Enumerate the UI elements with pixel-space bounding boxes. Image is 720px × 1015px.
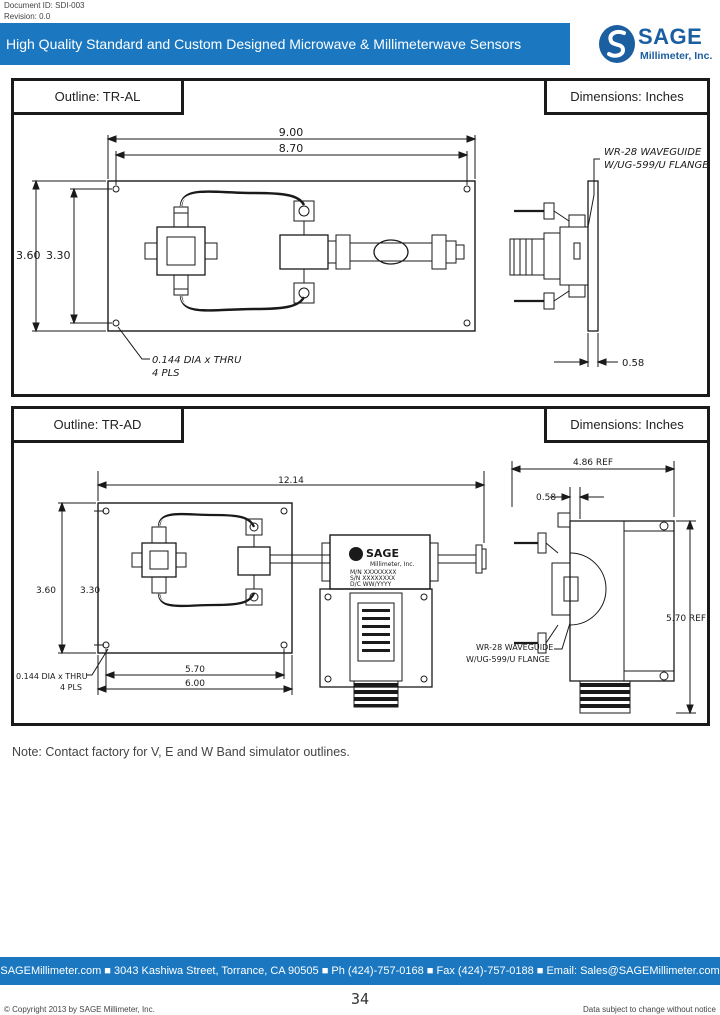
sage-s-icon xyxy=(599,25,635,63)
label-subtitle: Millimeter, Inc. xyxy=(370,561,415,568)
outline-title: Outline: TR-AL xyxy=(11,78,184,115)
hybrid-tee xyxy=(141,542,177,578)
dim-height-overall: 3.60 xyxy=(16,249,41,262)
outline-panel-tr-al: Outline: TR-AL Dimensions: Inches xyxy=(11,78,710,397)
contact-footer: SAGEMillimeter.com ■ 3043 Kashiwa Street… xyxy=(0,957,720,985)
hole-note-line1: 0.144 DIA x THRU xyxy=(16,672,88,681)
side-flange-plate xyxy=(587,180,599,332)
outline-panel-tr-ad: Outline: TR-AD Dimensions: Inches xyxy=(11,406,710,726)
logo-subtitle: Millimeter, Inc. xyxy=(640,50,713,62)
dim-flange: 0.58 xyxy=(536,493,556,503)
hole-note-line2: 4 PLS xyxy=(152,368,180,379)
label-brand: SAGE xyxy=(366,547,399,560)
company-logo: SAGE Millimeter, Inc. xyxy=(598,22,720,66)
hole-note-line1: 0.144 DIA x THRU xyxy=(152,355,242,366)
logo-brand: SAGE xyxy=(638,24,703,49)
factory-note: Note: Contact factory for V, E and W Ban… xyxy=(12,745,350,759)
label-serial: S/N XXXXXXXX xyxy=(350,575,395,582)
document-revision: Revision: 0.0 xyxy=(4,12,51,21)
waveguide-note-line2: W/UG-599/U FLANGE xyxy=(466,655,550,664)
page-number: 34 xyxy=(350,990,370,1008)
mixer-block xyxy=(237,546,271,576)
dim-width-plate: 6.00 xyxy=(185,679,205,689)
mount-hole xyxy=(112,319,120,327)
mount-hole xyxy=(463,185,471,193)
tr-ad-drawing: SAGE Millimeter, Inc. M/N XXXXXXXX S/N X… xyxy=(16,458,706,715)
waveguide-note-line1: WR-28 WAVEGUIDE xyxy=(604,147,702,158)
header-banner: High Quality Standard and Custom Designe… xyxy=(0,23,570,65)
mount-hole xyxy=(280,507,288,515)
dim-width-holes: 8.70 xyxy=(279,142,304,155)
copyright: © Copyright 2013 by SAGE Millimeter, Inc… xyxy=(4,1005,155,1014)
mount-bracket xyxy=(319,588,433,688)
hole-note-line2: 4 PLS xyxy=(60,683,82,692)
label-model: M/N XXXXXXXX xyxy=(350,569,396,576)
tr-al-drawing: 9.00 8.70 3.60 3.30 0.144 DIA x THRU 4 P… xyxy=(16,126,707,379)
dim-width-holes: 5.70 xyxy=(185,665,205,675)
dimensions-unit: Dimensions: Inches xyxy=(544,406,710,443)
document-id: Document ID: SDI-003 xyxy=(4,1,85,10)
dim-height-holes: 3.30 xyxy=(46,249,71,262)
outline-title: Outline: TR-AD xyxy=(11,406,184,443)
mount-hole xyxy=(463,319,471,327)
dim-width-overall: 12.14 xyxy=(278,476,304,486)
dim-width-overall: 9.00 xyxy=(279,126,304,139)
side-body xyxy=(569,520,675,682)
change-notice: Data subject to change without notice xyxy=(583,1005,716,1014)
hybrid-tee xyxy=(156,226,206,276)
dim-flange: 0.58 xyxy=(622,358,644,369)
mount-hole xyxy=(280,641,288,649)
dim-height-holes: 3.30 xyxy=(80,586,100,596)
mixer-block xyxy=(279,234,329,270)
label-logo-icon xyxy=(349,547,363,561)
waveguide-note-line1: WR-28 WAVEGUIDE xyxy=(476,643,553,652)
dim-height-overall: 3.60 xyxy=(36,586,56,596)
waveguide-note-line2: W/UG-599/U FLANGE xyxy=(604,160,707,171)
label-date: D/C WW/YYYY xyxy=(350,581,392,588)
mount-hole xyxy=(112,185,120,193)
base-plate xyxy=(97,502,293,654)
base-plate xyxy=(107,180,476,332)
dimensions-unit: Dimensions: Inches xyxy=(544,78,710,115)
dim-depth-ref: 4.86 REF xyxy=(573,458,613,468)
document-meta: Document ID: SDI-003 Revision: 0.0 xyxy=(4,0,84,22)
dim-height-ref: 5.70 REF xyxy=(666,614,706,624)
